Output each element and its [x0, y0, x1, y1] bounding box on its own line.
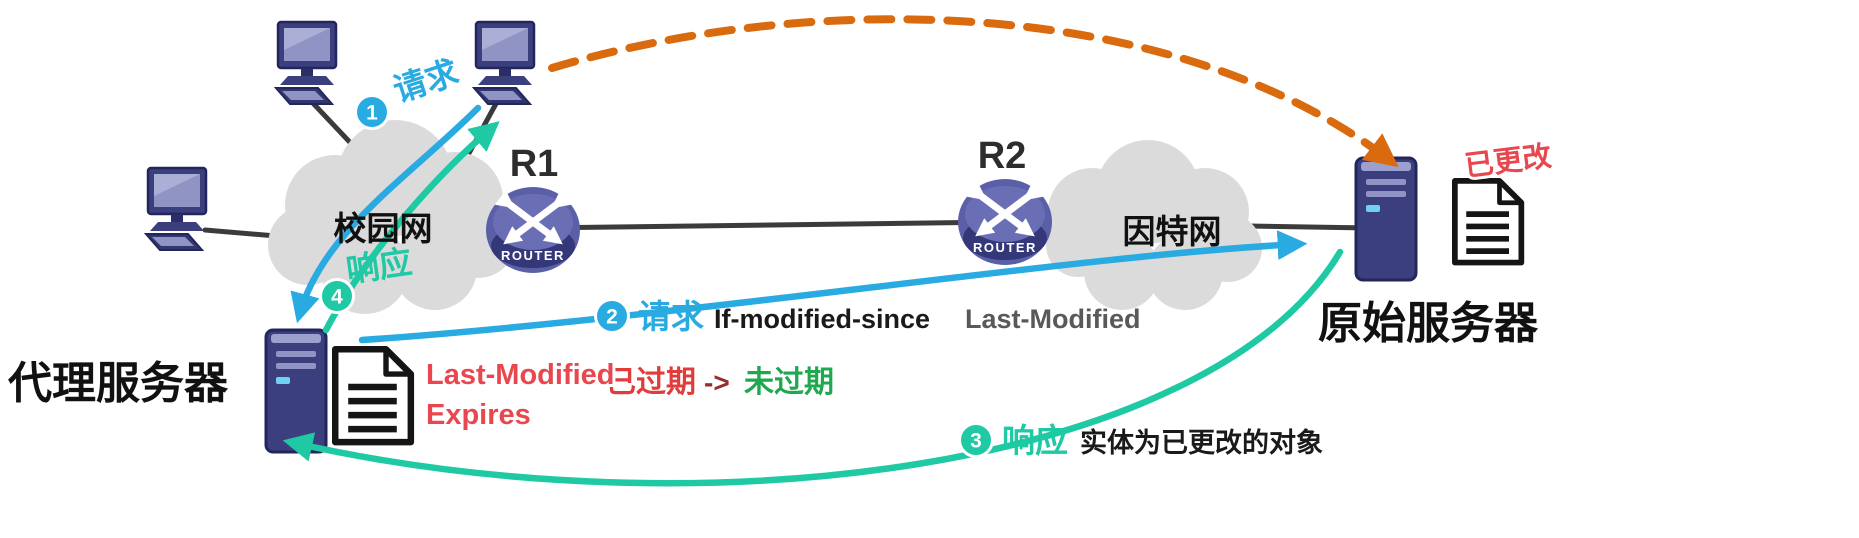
- step2-number: 2: [606, 306, 618, 329]
- step4-number: 4: [331, 286, 343, 309]
- dashed-orange-fetch-arrow: [548, 15, 1399, 168]
- campus-cloud: [268, 120, 516, 314]
- step1-badge: 1: [354, 94, 390, 130]
- doc-changed-label: 已更改: [1463, 140, 1553, 183]
- expired-arrow-separator: ->: [704, 367, 730, 398]
- proxy-server-icon: [264, 328, 328, 454]
- step4-response-label: 响应: [344, 243, 415, 289]
- link-r1-r2: [530, 219, 1008, 231]
- router-r1-label: R1: [510, 143, 559, 185]
- step2-last-modified: Last-Modified: [965, 304, 1141, 334]
- step1-number: 1: [366, 102, 378, 125]
- host-computer-icon: [144, 166, 208, 252]
- campus-network-label: 校园网: [334, 210, 433, 247]
- request-arrow-step2: [358, 230, 1308, 344]
- proxy-server-label: 代理服务器: [7, 359, 229, 408]
- origin-server-label: 原始服务器: [1318, 299, 1539, 348]
- doc-last-modified-label: Last-Modified: [426, 359, 615, 391]
- step2-badge: 2: [594, 298, 630, 334]
- step2-if-modified-since: If-modified-since: [714, 304, 930, 334]
- client-computer-icon: [472, 20, 536, 106]
- step1-request-label: 请求: [389, 53, 463, 109]
- not-expired-label: 未过期: [744, 366, 834, 399]
- step3-badge: 3: [958, 422, 994, 458]
- doc-expires-label: Expires: [426, 399, 531, 431]
- response-arrow-step3: [282, 248, 1344, 487]
- request-arrow-step1: [290, 104, 482, 324]
- origin-server-icon: [1354, 156, 1418, 282]
- step3-entity-detail: 实体为已更改的对象: [1080, 427, 1323, 458]
- router-r1-caption: ROUTER: [501, 248, 565, 263]
- cached-document-icon: [335, 349, 411, 442]
- internet-label: 因特网: [1123, 213, 1222, 250]
- step2-request-label: 请求: [638, 298, 704, 335]
- step4-badge: 4: [319, 278, 355, 314]
- router-r2-caption: ROUTER: [973, 240, 1037, 255]
- step3-number: 3: [970, 430, 982, 453]
- expired-label: 已过期: [606, 366, 696, 399]
- router-r2-label: R2: [978, 135, 1027, 177]
- changed-document-icon: [1455, 181, 1522, 263]
- host-computer-icon: [274, 20, 338, 106]
- step3-response-label: 响应: [1002, 422, 1068, 459]
